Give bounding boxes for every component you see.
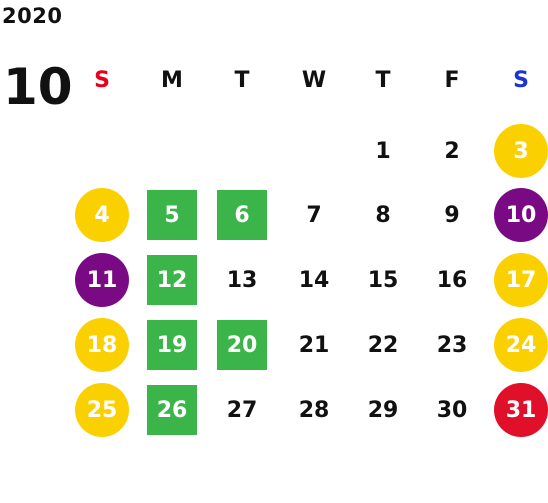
weekday-header-sat: S bbox=[513, 68, 529, 93]
weekday-header-thu: T bbox=[375, 68, 391, 93]
day-cell-15[interactable]: 15 bbox=[367, 267, 399, 293]
day-cell-26[interactable]: 26 bbox=[147, 385, 197, 435]
day-cell-8[interactable]: 8 bbox=[375, 202, 391, 228]
day-cell-2[interactable]: 2 bbox=[444, 138, 460, 164]
weekday-header-sun: S bbox=[94, 68, 110, 93]
weekday-header-wed: W bbox=[301, 68, 327, 93]
weekday-header-tue: T bbox=[234, 68, 250, 93]
month-number: 10 bbox=[3, 58, 73, 116]
day-cell-27[interactable]: 27 bbox=[226, 397, 258, 423]
day-cell-10[interactable]: 10 bbox=[494, 188, 548, 242]
day-cell-31[interactable]: 31 bbox=[494, 383, 548, 437]
day-cell-21[interactable]: 21 bbox=[298, 332, 330, 358]
day-cell-16[interactable]: 16 bbox=[436, 267, 468, 293]
day-cell-29[interactable]: 29 bbox=[367, 397, 399, 423]
day-cell-18[interactable]: 18 bbox=[75, 318, 129, 372]
day-cell-9[interactable]: 9 bbox=[444, 202, 460, 228]
day-cell-28[interactable]: 28 bbox=[298, 397, 330, 423]
day-cell-4[interactable]: 4 bbox=[75, 188, 129, 242]
day-cell-6[interactable]: 6 bbox=[217, 190, 267, 240]
day-cell-5[interactable]: 5 bbox=[147, 190, 197, 240]
day-cell-14[interactable]: 14 bbox=[298, 267, 330, 293]
day-cell-1[interactable]: 1 bbox=[375, 138, 391, 164]
day-cell-13[interactable]: 13 bbox=[226, 267, 258, 293]
weekday-header-mon: M bbox=[161, 68, 183, 93]
day-cell-17[interactable]: 17 bbox=[494, 253, 548, 307]
day-cell-20[interactable]: 20 bbox=[217, 320, 267, 370]
day-cell-3[interactable]: 3 bbox=[494, 124, 548, 178]
day-cell-24[interactable]: 24 bbox=[494, 318, 548, 372]
day-cell-11[interactable]: 11 bbox=[75, 253, 129, 307]
day-cell-7[interactable]: 7 bbox=[306, 202, 322, 228]
day-cell-23[interactable]: 23 bbox=[436, 332, 468, 358]
day-cell-25[interactable]: 25 bbox=[75, 383, 129, 437]
day-cell-30[interactable]: 30 bbox=[436, 397, 468, 423]
year-label: 2020 bbox=[2, 4, 63, 28]
day-cell-12[interactable]: 12 bbox=[147, 255, 197, 305]
day-cell-19[interactable]: 19 bbox=[147, 320, 197, 370]
day-cell-22[interactable]: 22 bbox=[367, 332, 399, 358]
weekday-header-fri: F bbox=[444, 68, 460, 93]
